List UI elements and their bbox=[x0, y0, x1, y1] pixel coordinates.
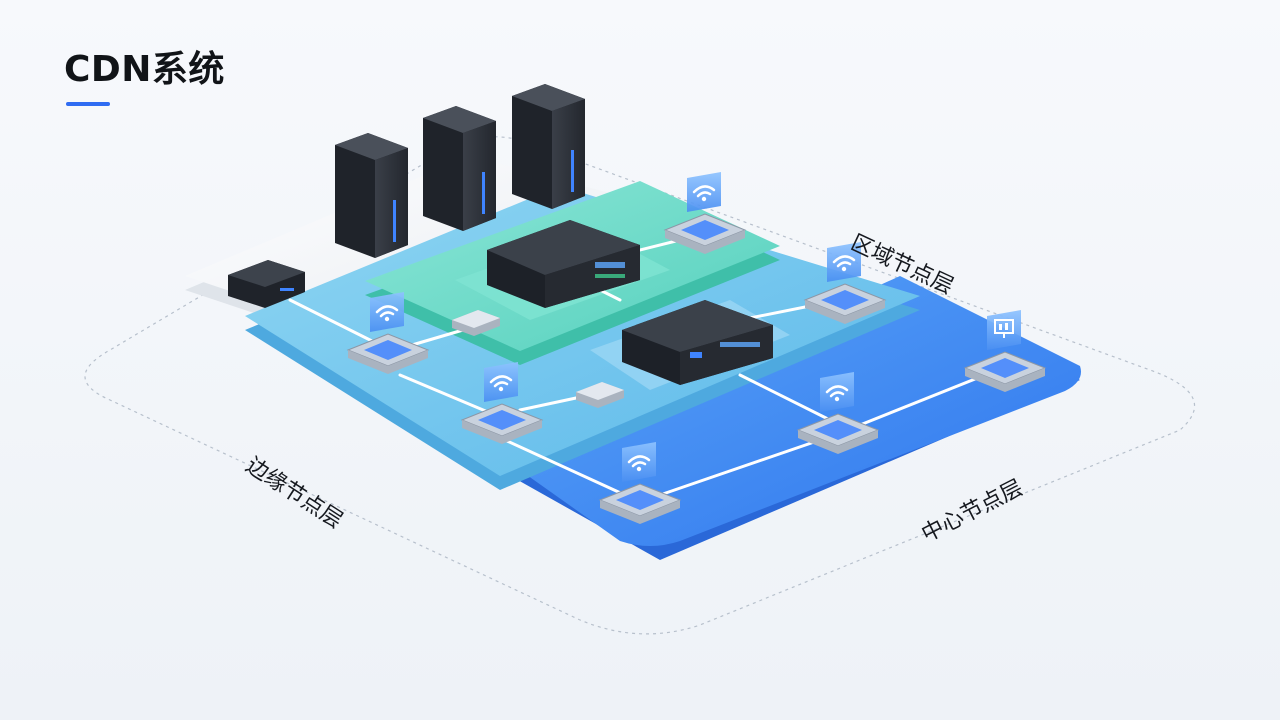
router-node-icon bbox=[663, 172, 747, 254]
router-node-icon bbox=[963, 310, 1047, 392]
wifi-icon bbox=[484, 362, 518, 402]
wifi-icon bbox=[820, 372, 854, 412]
wifi-icon bbox=[370, 292, 404, 332]
router-node-icon bbox=[460, 362, 544, 444]
wifi-icon bbox=[687, 172, 721, 212]
mini-server bbox=[228, 260, 305, 308]
tower-server-2 bbox=[423, 106, 496, 231]
tower-server-1 bbox=[335, 133, 408, 258]
dashed-boundary bbox=[84, 136, 1196, 635]
page-title: CDN系统 bbox=[64, 49, 225, 90]
switch-1 bbox=[452, 310, 500, 336]
router-node-icon bbox=[796, 372, 880, 454]
wifi-icon bbox=[827, 242, 861, 282]
title-underline bbox=[66, 102, 110, 106]
wifi-icon bbox=[622, 442, 656, 482]
router-node-icon bbox=[803, 242, 887, 324]
tower-server-3 bbox=[512, 84, 585, 209]
region-box-server bbox=[487, 220, 640, 308]
router-nodes bbox=[346, 172, 1047, 524]
monitor-icon bbox=[987, 310, 1021, 350]
switch-2 bbox=[576, 382, 624, 408]
router-node-icon bbox=[346, 292, 430, 374]
router-node-icon bbox=[598, 442, 682, 524]
edge-box-server bbox=[622, 300, 773, 385]
